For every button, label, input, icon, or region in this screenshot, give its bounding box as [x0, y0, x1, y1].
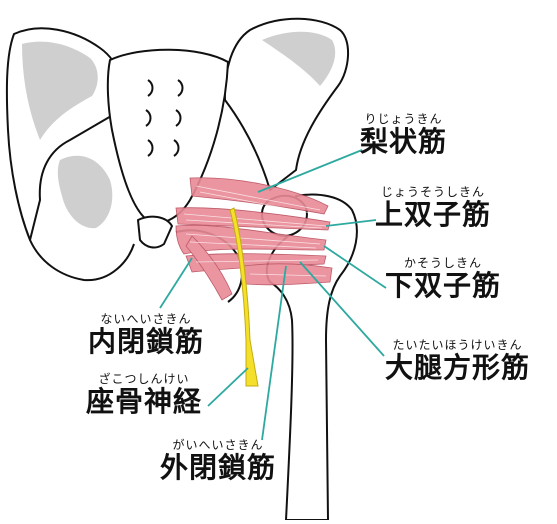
quadratus-femoris-muscle — [243, 263, 333, 286]
sacral-foramina — [145, 79, 184, 157]
left-ilium-shade — [22, 41, 98, 141]
muscle-fibers — [183, 185, 327, 277]
leader-sciatic-nerve — [207, 367, 249, 407]
ruby-inferior-gemellus: かそうしきん — [404, 256, 483, 270]
label-sciatic-nerve: ざこつしんけい 座骨神経 — [86, 372, 202, 418]
leader-quadratus-femoris — [299, 261, 385, 357]
label-inferior-gemellus: かそうしきん 下双子筋 — [385, 256, 501, 302]
left-ischium — [29, 239, 135, 282]
ruby-piriformis: りじょうきん — [364, 112, 443, 126]
sacrum-shade-left — [57, 155, 113, 229]
ruby-obturator-internus: ないへいさきん — [100, 312, 192, 326]
name-inferior-gemellus: 下双子筋 — [385, 269, 502, 302]
leader-piriformis — [257, 149, 363, 193]
coccyx — [137, 215, 173, 249]
name-piriformis: 梨状筋 — [360, 125, 448, 158]
name-obturator-internus: 内閉鎖筋 — [88, 325, 205, 358]
leader-lines — [159, 149, 387, 441]
label-piriformis: りじょうきん 梨状筋 — [360, 112, 447, 158]
name-obturator-externus: 外閉鎖筋 — [160, 451, 277, 484]
label-obturator-externus: がいへいさきん 外閉鎖筋 — [160, 438, 276, 484]
name-quadratus-femoris: 大腿方形筋 — [385, 351, 531, 384]
leader-obturator-externus — [261, 265, 287, 441]
sciatic-nerve — [229, 207, 259, 387]
label-superior-gemellus: じょうそうしきん 上双子筋 — [375, 185, 491, 231]
ruby-sciatic-nerve: ざこつしんけい — [98, 372, 190, 386]
leader-superior-gemellus — [325, 219, 377, 227]
ruby-quadratus-femoris: たいたいほうけいきん — [392, 338, 523, 352]
label-quadratus-femoris: たいたいほうけいきん 大腿方形筋 — [385, 338, 530, 384]
label-obturator-internus: ないへいさきん 内閉鎖筋 — [88, 312, 204, 358]
leader-inferior-gemellus — [323, 245, 387, 289]
inferior-gemellus-muscle — [185, 253, 327, 273]
ruby-superior-gemellus: じょうそうしきん — [381, 185, 486, 199]
superior-gemellus-muscle — [175, 207, 331, 231]
obturator-externus-muscle — [185, 235, 233, 301]
ruby-obturator-externus: がいへいさきん — [172, 438, 264, 452]
leader-obturator-internus — [159, 257, 193, 309]
right-ilium-shade — [262, 31, 336, 86]
name-superior-gemellus: 上双子筋 — [375, 198, 492, 231]
name-sciatic-nerve: 座骨神経 — [86, 385, 203, 418]
